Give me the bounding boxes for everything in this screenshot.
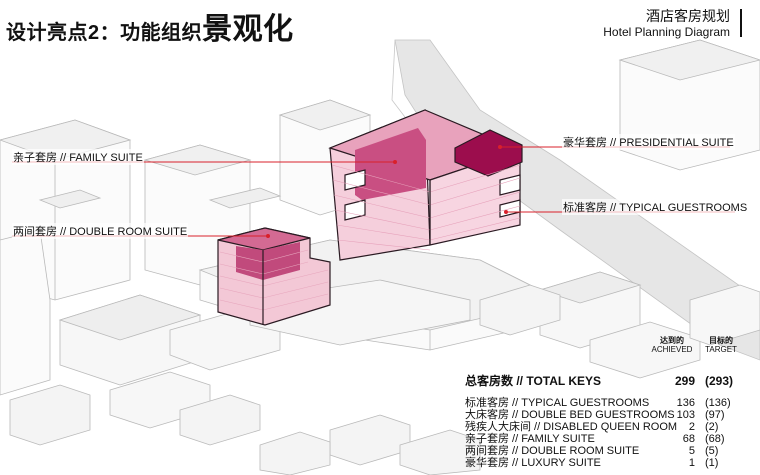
callout-double-room-suite: 两间套房 // DOUBLE ROOM SUITE bbox=[12, 223, 189, 239]
table-row-total: 总客房数 // TOTAL KEYS 299 (293) bbox=[465, 374, 734, 388]
table-row: 两间套房 // DOUBLE ROOM SUITE 5 (5) bbox=[465, 445, 719, 457]
presidential-suite-block bbox=[454, 129, 523, 177]
table-row: 残疾人大床间 // DISABLED QUEEN ROOM 2 (2) bbox=[465, 421, 719, 433]
family-suite-block bbox=[355, 128, 426, 200]
section-label: 酒店客房规划 Hotel Planning Diagram bbox=[603, 8, 730, 40]
table-row: 标准客房 // TYPICAL GUESTROOMS 136 (136) bbox=[465, 397, 731, 409]
callout-family-suite: 亲子套房 // FAMILY SUITE bbox=[12, 149, 144, 165]
tower-west-suite-block bbox=[236, 242, 300, 280]
table-row: 亲子套房 // FAMILY SUITE 68 (68) bbox=[465, 433, 725, 445]
achieved-column-header: 达到的 ACHIEVED bbox=[651, 336, 693, 354]
table-row: 豪华套房 // LUXURY SUITE 1 (1) bbox=[465, 457, 719, 469]
page-title: 设计亮点2：功能组织景观化 bbox=[6, 4, 294, 48]
page-title-emphasis: 景观化 bbox=[202, 13, 294, 46]
callout-typical-guestrooms: 标准客房 // TYPICAL GUESTROOMS bbox=[562, 199, 749, 215]
callout-dots bbox=[266, 145, 508, 238]
tower-main bbox=[328, 109, 523, 261]
callout-presidential-suite: 豪华套房 // PRESIDENTIAL SUITE bbox=[562, 134, 735, 150]
section-label-en: Hotel Planning Diagram bbox=[603, 25, 730, 39]
title-divider bbox=[740, 9, 742, 37]
table-row: 大床客房 // DOUBLE BED GUESTROOMS 103 (97) bbox=[465, 409, 725, 421]
section-label-cn: 酒店客房规划 bbox=[646, 8, 730, 24]
tower-west-top bbox=[217, 227, 311, 251]
tower-west bbox=[217, 227, 331, 326]
typical-room-notch-1 bbox=[344, 169, 366, 191]
typical-room-notch-3 bbox=[499, 174, 521, 196]
target-column-header: 目标的 TARGET bbox=[705, 336, 737, 354]
page-title-main: 设计亮点2：功能组织 bbox=[6, 22, 203, 44]
